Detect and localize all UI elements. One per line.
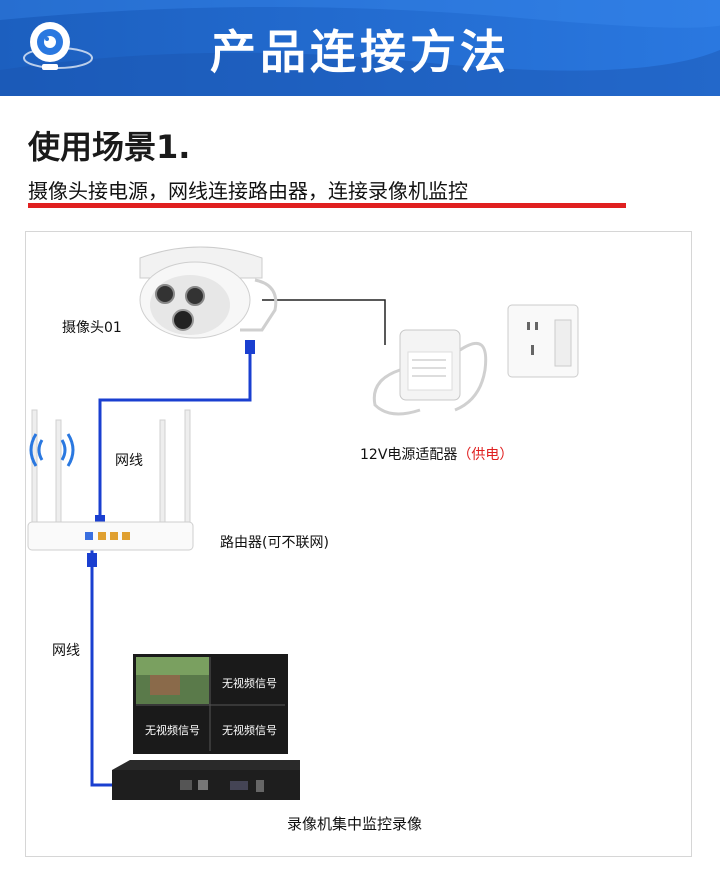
router-label: 路由器(可不联网) <box>220 532 329 552</box>
cable-label-top: 网线 <box>115 450 143 470</box>
monitor-cell-3-text: 无视频信号 <box>145 722 200 738</box>
monitor-cell-4-text: 无视频信号 <box>222 722 277 738</box>
adapter-name: 12V电源适配器 <box>360 447 457 463</box>
monitor <box>133 654 288 754</box>
power-adapter <box>374 330 485 414</box>
adapter-label: 12V电源适配器（供电） <box>360 444 513 464</box>
nvr-recorder <box>112 760 300 800</box>
router <box>28 410 193 550</box>
dome-camera <box>140 247 276 338</box>
adapter-note: （供电） <box>457 447 513 463</box>
cable-label-bottom: 网线 <box>52 640 80 660</box>
power-cable <box>262 300 385 345</box>
camera-label: 摄像头01 <box>62 317 122 337</box>
nvr-label: 录像机集中监控录像 <box>287 813 422 834</box>
monitor-cell-2-text: 无视频信号 <box>222 675 277 691</box>
cable-camera-router <box>100 350 250 525</box>
rj45-connector-camera <box>245 340 255 354</box>
wall-socket <box>508 305 578 377</box>
rj45-connector-router-bottom <box>87 553 97 567</box>
